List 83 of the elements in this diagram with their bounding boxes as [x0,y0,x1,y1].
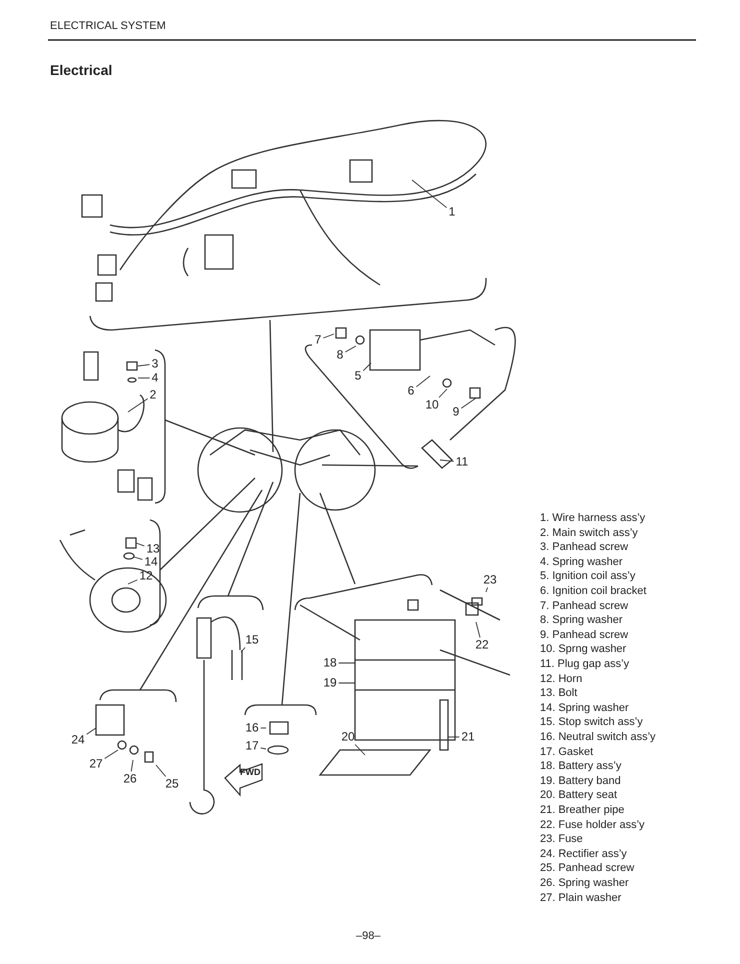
callout-number: 2 [148,388,158,402]
parts-list-item: 9. Panhead screw [540,628,628,642]
parts-list-item: 8. Spring washer [540,614,623,628]
parts-list-item: 18. Battery ass’y [540,760,622,774]
leader-line [354,744,366,756]
callout-number: 12 [138,570,154,582]
leader-line [338,682,356,684]
direction-label: FWD [240,767,260,777]
leader-line [362,362,372,372]
callout-number: 10 [424,398,440,412]
parts-list-item: 12. Horn [540,672,582,686]
parts-list-item: 25. Panhead screw [540,862,634,876]
leader-line [156,764,166,777]
parts-list-item: 2. Main switch ass’y [540,526,638,540]
callout-number: 11 [454,456,470,468]
leader-line [338,662,356,664]
leader-line [134,556,143,560]
leader-line [128,579,138,584]
leader-line [416,376,430,388]
callout-number: 26 [122,772,138,786]
callout-number: 9 [452,406,460,418]
parts-list-item: 22. Fuse holder ass’y [540,818,645,832]
leader-line [240,647,246,652]
leader-line [104,750,118,759]
section-title: Electrical [50,62,112,78]
callout-number: 18 [322,656,338,670]
leader-line [476,622,480,638]
parts-list-item: 7. Panhead screw [540,600,628,613]
parts-list-item: 23. Fuse [540,833,583,846]
leader-line [138,364,150,366]
callout-number: 22 [474,638,490,652]
parts-list-item: 15. Stop switch ass’y [540,716,643,730]
callout-number: 1 [448,206,456,218]
callout-number: 25 [164,778,180,790]
parts-list-item: 3. Panhead screw [540,541,628,554]
callout-number: 16 [244,722,260,734]
leader-line [136,542,145,546]
parts-list-item: 16. Neutral switch ass’y [540,731,656,744]
leader-line [260,747,266,750]
parts-list-item: 26. Spring washer [540,877,629,890]
parts-list-item: 19. Battery band [540,774,621,788]
callout-number: 17 [244,740,260,752]
callout-number: 20 [340,730,356,744]
parts-list-item: 1. Wire harness ass’y [540,512,646,525]
leader-line [130,760,134,772]
parts-list-item: 10. Sprng washer [540,643,626,656]
parts-list-item: 27. Plain washer [540,892,622,905]
callout-number: 15 [244,634,260,646]
callout-number: 5 [354,370,362,382]
leader-line [412,180,448,208]
callout-number: 8 [336,348,344,362]
callout-number: 24 [70,734,86,746]
callout-number: 27 [88,758,104,770]
parts-list-item: 24. Rectifier ass’y [540,848,627,861]
leader-line [128,398,148,412]
leader-line [448,736,460,738]
parts-list-item: 20. Battery seat [540,789,618,802]
leader-line [486,587,488,592]
callout-number: 14 [143,556,159,568]
parts-list-item: 17. Gasket [540,746,594,759]
callout-number: 13 [145,542,161,556]
callout-number: 6 [406,384,416,398]
page-number: –98– [356,930,380,942]
leader-line [440,460,454,462]
callout-number: 7 [314,334,322,346]
callout-number: 19 [322,676,338,690]
parts-list-item: 6. Ignition coil bracket [540,585,646,598]
parts-list-item: 13. Bolt [540,687,578,700]
callout-number: 21 [460,730,476,744]
callout-number: 3 [150,358,160,370]
leader-line [86,728,96,735]
parts-list-item: 5. Ignition coil ass’y [540,570,636,584]
leader-line [344,346,356,352]
parts-list-item: 21. Breather pipe [540,804,624,817]
callout-number: 23 [482,574,498,586]
parts-list-item: 4. Spring washer [540,556,623,569]
callout-number: 4 [150,372,160,384]
page-header: ELECTRICAL SYSTEM [50,20,166,32]
leader-line [438,388,448,398]
leader-line [322,334,334,338]
leader-line [460,398,476,409]
parts-list-item: 11. Plug gap ass’y [540,658,630,671]
parts-list-item: 14. Spring washer [540,702,629,715]
